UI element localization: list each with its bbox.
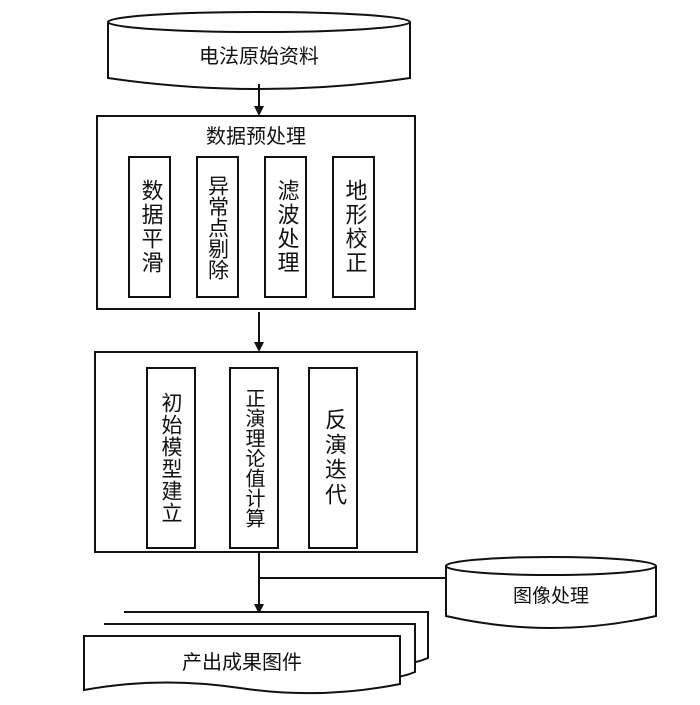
step-terrain-correction: 地形校正 — [332, 156, 375, 298]
step-outlier-removal: 异常点剔除 — [196, 156, 239, 298]
source-data-label: 电法原始资料 — [199, 44, 319, 68]
step-initial-model: 初始模型建立 — [146, 367, 196, 549]
image-processing-label: 图像处理 — [512, 585, 589, 607]
preprocess-title: 数据预处理 — [206, 124, 306, 148]
step-inversion-iteration: 反演迭代 — [308, 367, 358, 549]
step-forward-calculation: 正演理论值计算 — [229, 367, 279, 549]
source-data-drum — [107, 11, 411, 90]
output-document-stack — [83, 611, 429, 695]
step-filtering: 滤波处理 — [264, 156, 307, 298]
image-processing-drum — [445, 556, 657, 629]
output-label: 产出成果图件 — [182, 650, 302, 674]
step-data-smoothing: 数据平滑 — [128, 156, 171, 298]
